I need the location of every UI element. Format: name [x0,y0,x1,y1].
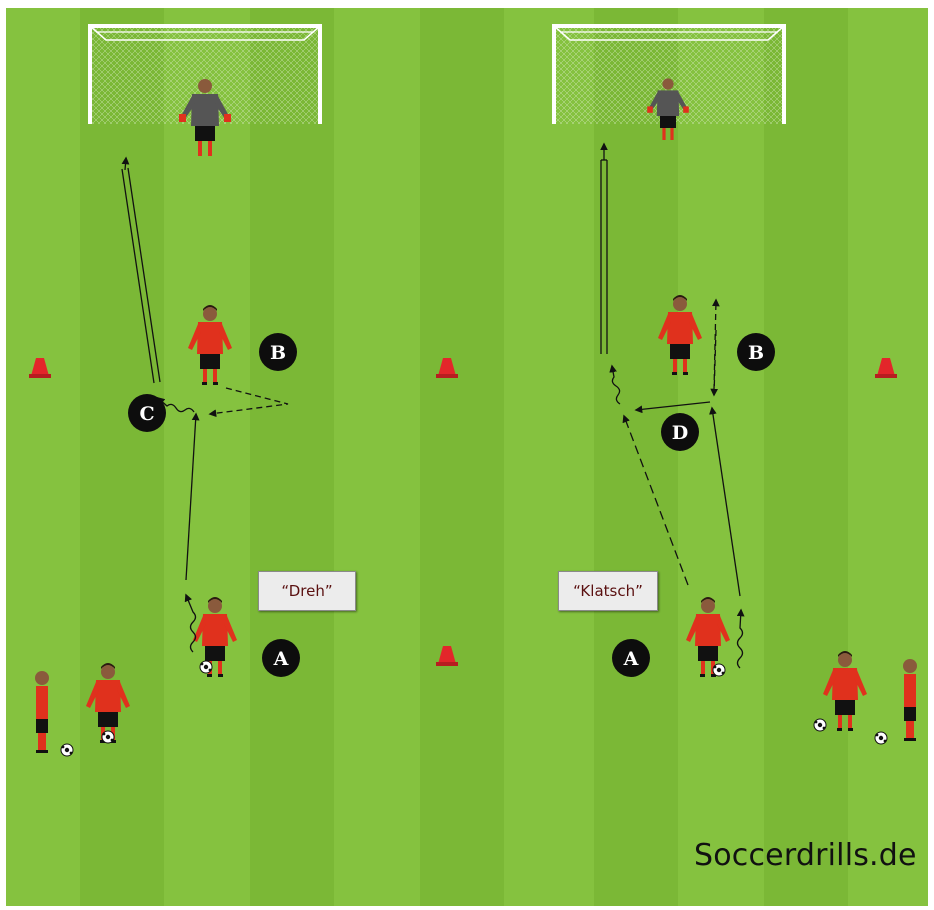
label-c: C [139,403,154,425]
ball [713,664,725,676]
ball [200,661,212,673]
label-a-right: A [623,648,639,670]
label-b-left: B [270,342,286,364]
label-d: D [672,422,688,444]
grass [6,8,928,906]
call-dreh: “Dreh” [258,571,356,611]
ball [875,732,887,744]
label-b-right: B [748,342,764,364]
ball [61,744,73,756]
label-a-left: A [273,648,289,670]
ball [102,731,114,743]
call-klatsch: “Klatsch” [558,571,658,611]
ball [814,719,826,731]
watermark: Soccerdrills.de [694,838,917,873]
